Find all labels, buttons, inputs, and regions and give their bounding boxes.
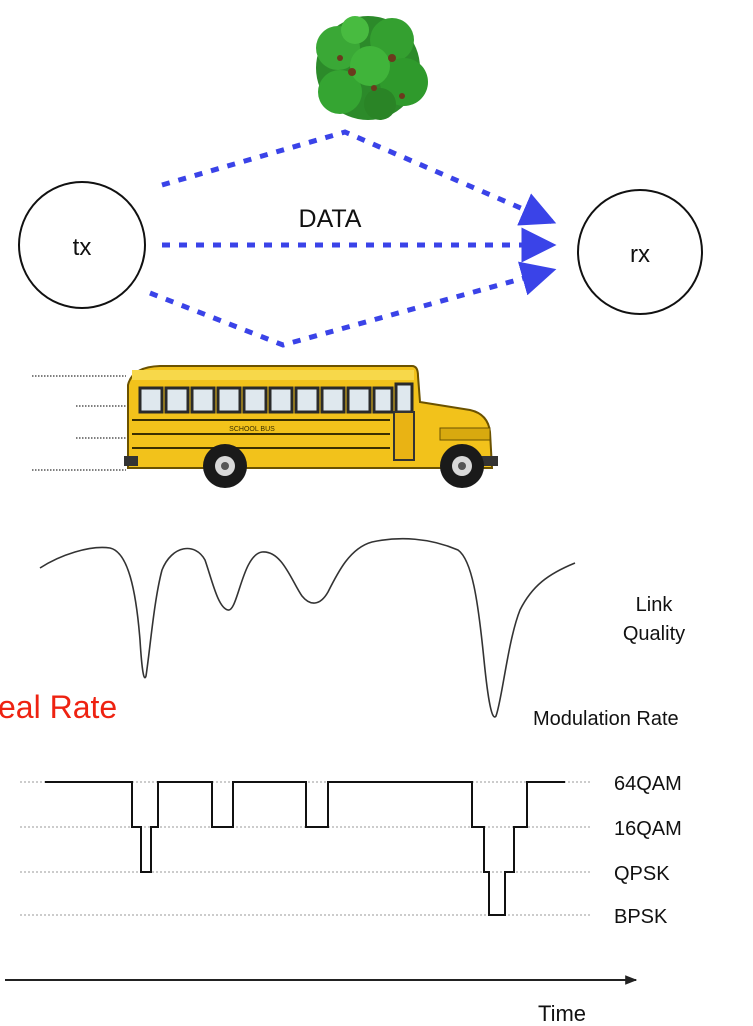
bus-side-text: SCHOOL BUS xyxy=(229,426,275,433)
motion-lines xyxy=(32,375,126,471)
school-bus-icon: SCHOOL BUS xyxy=(32,365,498,488)
level-64qam: 64QAM xyxy=(614,773,682,795)
link-quality-label-line2: Quality xyxy=(623,623,685,645)
level-16qam: 16QAM xyxy=(614,818,682,840)
ideal-rate-label: eal Rate xyxy=(0,689,117,725)
tx-node xyxy=(18,181,146,309)
reflected-path-top xyxy=(161,129,557,226)
link-quality-label-line1: Link xyxy=(636,594,674,616)
rx-node xyxy=(577,189,703,315)
reflected-path-bottom xyxy=(149,261,557,348)
bus-wheels xyxy=(203,444,484,488)
data-label: DATA xyxy=(299,205,362,233)
tree-icon xyxy=(316,16,428,120)
time-axis-label: Time xyxy=(538,1001,586,1026)
level-qpsk: QPSK xyxy=(614,863,670,885)
rx-label: rx xyxy=(630,241,650,268)
multipath-paths xyxy=(149,129,557,348)
level-bpsk: BPSK xyxy=(614,906,668,928)
modulation-rate-title: Modulation Rate xyxy=(533,708,679,730)
modulation-rate-trace xyxy=(45,781,565,916)
link-quality-curve xyxy=(39,537,576,718)
tx-label: tx xyxy=(73,234,92,261)
